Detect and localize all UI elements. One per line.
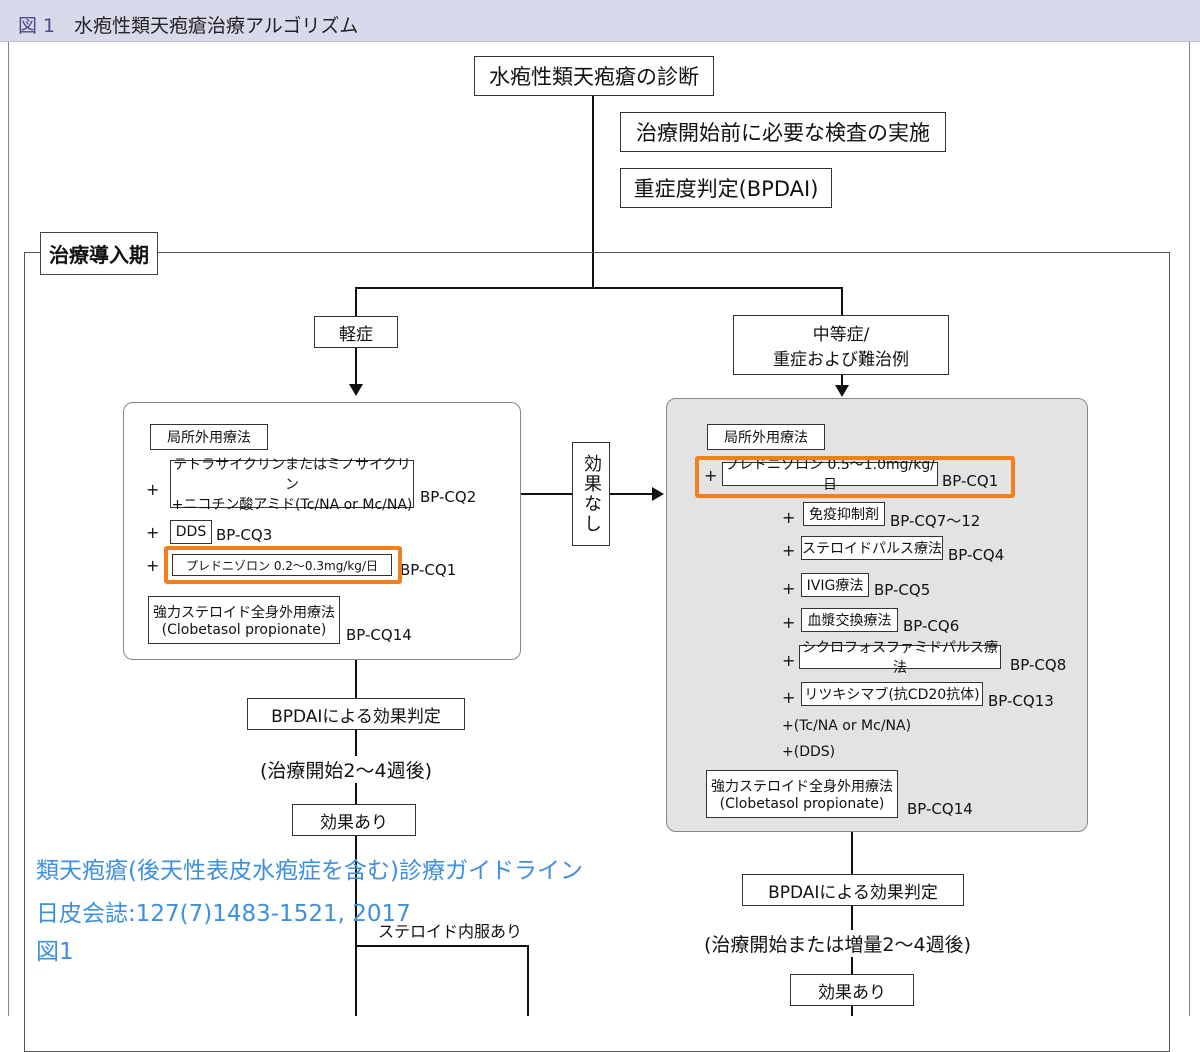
severe-cyclo-box: シクロフォスファミドパルス療法 — [799, 640, 1001, 676]
left-eval-timing: (治療開始2〜4週後) — [256, 756, 437, 783]
severe-plus-plasma: + — [782, 613, 796, 632]
right-eval-box: BPDAIによる効果判定 — [742, 874, 964, 906]
severe-plus-pulse: + — [782, 541, 796, 560]
mild-plus-1: + — [146, 480, 160, 499]
severe-clobetasol-line1: 強力ステロイド全身外用療法 — [711, 779, 893, 795]
right-eval-line — [851, 832, 853, 1016]
steroid-oral-label: ステロイド内服あり — [378, 922, 523, 941]
severe-pulse-box: ステロイドパルス療法 — [801, 536, 943, 560]
severe-immuno-cq: BP-CQ7〜12 — [890, 512, 981, 530]
severe-clobetasol-cq: BP-CQ14 — [907, 800, 973, 818]
mild-dds-cq: BP-CQ3 — [216, 526, 273, 544]
severe-clobetasol-box: 強力ステロイド全身外用療法 (Clobetasol propionate) — [706, 770, 898, 818]
severe-ritux-cq: BP-CQ13 — [988, 692, 1054, 710]
severe-ritux-box: リツキシマブ(抗CD20抗体) — [801, 682, 983, 706]
severe-pulse-cq: BP-CQ4 — [948, 546, 1005, 564]
severe-topical-box: 局所外用療法 — [707, 424, 825, 450]
mild-clobetasol-box: 強力ステロイド全身外用療法 (Clobetasol propionate) — [148, 596, 340, 644]
severity-box: 重症度判定(BPDAI) — [620, 168, 832, 208]
severe-plus-ivig: + — [782, 579, 796, 598]
induction-phase-label: 治療導入期 — [40, 232, 158, 275]
severe-cyclo-cq: BP-CQ8 — [1010, 656, 1067, 674]
severe-plus-immuno: + — [782, 508, 796, 527]
mild-prednisolone-cq: BP-CQ1 — [400, 561, 457, 579]
figure-label: 図 1 — [18, 15, 56, 37]
severe-ivig-cq: BP-CQ5 — [874, 581, 931, 599]
severe-dds: +(DDS) — [782, 744, 836, 760]
right-effect-box: 効果あり — [790, 974, 914, 1006]
severe-tcna: +(Tc/NA or Mc/NA) — [782, 718, 912, 734]
mild-dds-box: DDS — [170, 520, 212, 544]
mild-tetra-box: テトラサイクリンまたはミノサイクリン +ニコチン酸アミド(Tc/NA or Mc… — [170, 457, 414, 513]
left-eval-box: BPDAIによる効果判定 — [247, 698, 465, 730]
mild-label-box: 軽症 — [314, 316, 398, 348]
mild-clobetasol-cq: BP-CQ14 — [346, 626, 412, 644]
mild-clobetasol-line1: 強力ステロイド全身外用療法 — [153, 605, 335, 621]
severe-arrow-icon — [835, 385, 849, 397]
left-eval-line — [355, 660, 357, 1016]
severe-plasma-cq: BP-CQ6 — [903, 617, 960, 635]
steroid-branch-line — [355, 945, 528, 947]
figure-title: 水疱性類天疱瘡治療アルゴリズム — [74, 15, 359, 37]
branch-horizontal-line — [355, 287, 842, 289]
severe-to-box-line — [841, 375, 843, 387]
mild-topical-box: 局所外用療法 — [150, 424, 268, 450]
right-eval-timing: (治療開始または増量2〜4週後) — [700, 930, 976, 957]
severe-immuno-box: 免疫抑制剤 — [803, 502, 885, 526]
severe-label-box: 中等症/ 重症および難治例 — [733, 315, 949, 375]
mild-prednisolone-highlight — [164, 546, 402, 584]
mild-arrow-icon — [349, 384, 363, 396]
severe-ivig-box: IVIG療法 — [801, 573, 869, 597]
severe-branch-line — [841, 287, 843, 315]
mild-plus-3: + — [146, 556, 160, 575]
mild-tetra-line1: テトラサイクリンまたはミノサイクリン — [173, 457, 411, 493]
citation-line2: 日皮会誌:127(7)1483-1521, 2017 — [36, 901, 411, 927]
figure-title-bar — [0, 0, 1200, 42]
severe-prednisolone-cq: BP-CQ1 — [942, 472, 999, 490]
mild-to-box-line — [355, 348, 357, 386]
severe-plasma-box: 血漿交換療法 — [801, 608, 898, 632]
mild-tetra-line2: +ニコチン酸アミド(Tc/NA or Mc/NA) — [171, 497, 413, 513]
severe-prednisolone-highlight — [695, 456, 1015, 498]
severe-plus-cyclo: + — [782, 651, 796, 670]
figure-frame — [8, 42, 1190, 1016]
no-effect-box: 効果なし — [572, 442, 610, 546]
mild-branch-line — [355, 287, 357, 317]
steroid-branch-down-line — [527, 945, 529, 1016]
mild-prednisolone-box: プレドニゾロン 0.2〜0.3mg/kg/日 — [172, 554, 392, 576]
severe-plus-ritux: + — [782, 688, 796, 707]
mild-clobetasol-line2: (Clobetasol propionate) — [161, 622, 327, 638]
severe-plus-pred: + — [704, 466, 718, 485]
main-vertical-line — [592, 96, 594, 288]
citation-line1: 類天疱瘡(後天性表皮水疱症を含む)診療ガイドライン — [36, 858, 583, 884]
citation-line3: 図1 — [36, 939, 74, 965]
severe-label-line2: 重症および難治例 — [773, 350, 909, 370]
left-effect-box: 効果あり — [292, 804, 416, 836]
severe-label-line1: 中等症/ — [812, 325, 870, 345]
mild-tetra-cq: BP-CQ2 — [420, 488, 477, 506]
mild-plus-2: + — [146, 523, 160, 542]
diagnosis-box: 水疱性類天疱瘡の診断 — [474, 56, 714, 96]
pretests-box: 治療開始前に必要な検査の実施 — [620, 112, 946, 152]
no-effect-arrow-icon — [652, 487, 664, 501]
severe-clobetasol-line2: (Clobetasol propionate) — [719, 796, 885, 812]
